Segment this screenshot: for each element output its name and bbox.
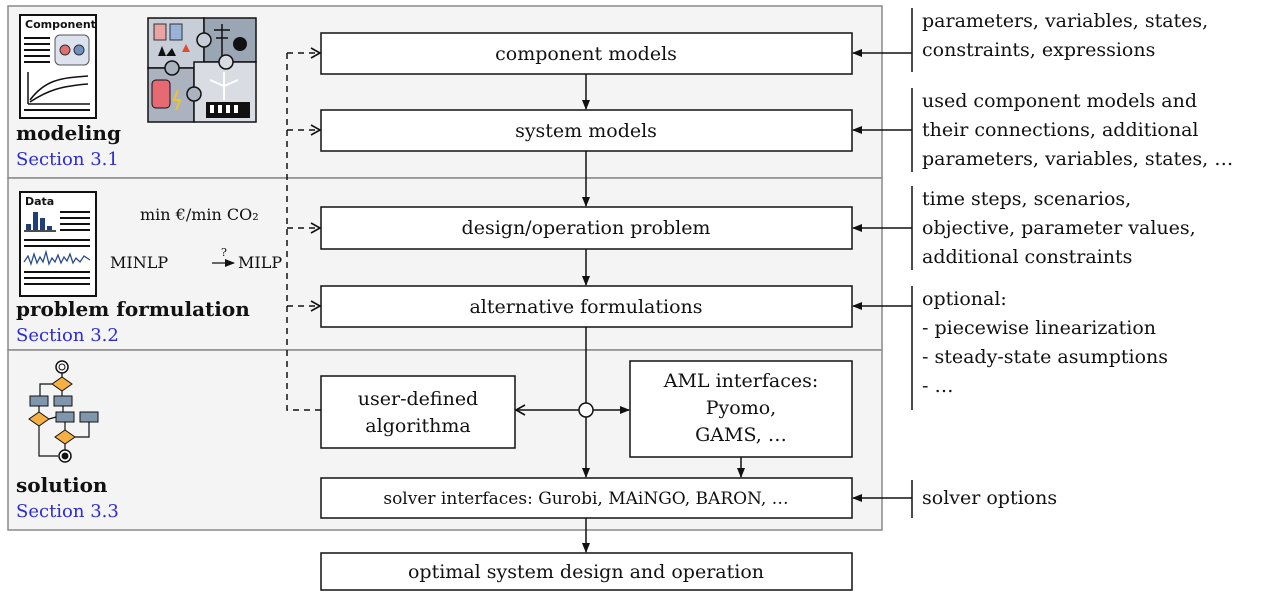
side-note-1-line1: parameters, variables, states, [922,10,1208,32]
solution-title: solution [16,473,108,497]
solver-interfaces-label: solver interfaces: Gurobi, MAiNGO, BARON… [383,489,788,509]
modeling-title: modeling [16,121,121,145]
aml-interfaces-label-line1: AML interfaces: [663,370,819,392]
optimal-design-box [320,552,853,591]
modeling-section-ref[interactable]: Section 3.1 [16,149,119,170]
side-note-5-line1: solver options [922,487,1057,509]
component-models-box [320,32,853,75]
design-problem-box [320,206,853,250]
side-note-3-line1: time steps, scenarios, [922,188,1131,210]
objective-formula: min €/min CO₂ [140,205,259,224]
aml-interfaces-label-line3: GAMS, … [695,424,787,446]
side-note-4-line4: - … [922,375,953,397]
alt-formulations-label: alternative formulations [469,296,702,318]
dashed-feedback-line [286,53,321,411]
problem-section-ref[interactable]: Section 3.2 [16,325,119,346]
algorithm-flowchart-icon [28,360,99,463]
component-models-label: component models [495,43,677,65]
data-document-icon: Data [19,191,97,297]
svg-text:Data: Data [25,195,54,208]
milp-label: MILP [238,253,282,272]
side-note-4-line3: - steady-state asumptions [922,346,1168,368]
problem-title: problem formulation [16,297,250,321]
side-note-2-line3: parameters, variables, states, … [922,148,1233,170]
system-models-label: system models [515,120,657,142]
user-algorithm-label-line1: user-defined [358,388,478,410]
formula-question-mark: ? [221,246,227,259]
user-algorithm-box [320,375,516,449]
side-note-1-line2: constraints, expressions [922,39,1155,61]
user-algorithm-label-line2: algorithma [365,415,470,437]
svg-text:Component: Component [25,18,96,31]
side-note-3-line2: objective, parameter values, [922,217,1196,239]
side-note-2-line1: used component models and [922,90,1197,112]
minlp-label: MINLP [110,253,168,272]
energy-system-puzzle-icon [147,17,257,123]
optimal-design-label: optimal system design and operation [408,561,764,583]
solution-section-ref[interactable]: Section 3.3 [16,501,119,522]
side-note-3-line3: additional constraints [922,246,1132,268]
modeling-section-panel [7,5,883,179]
aml-interfaces-label-line2: Pyomo, [706,397,776,419]
component-document-icon: Component [19,14,97,119]
side-note-4-line1: optional: [922,288,1007,310]
design-problem-label: design/operation problem [462,217,711,239]
side-note-4-line2: - piecewise linearization [922,317,1156,339]
junction-node [578,402,594,418]
side-note-2-line2: their connections, additional [922,119,1199,141]
